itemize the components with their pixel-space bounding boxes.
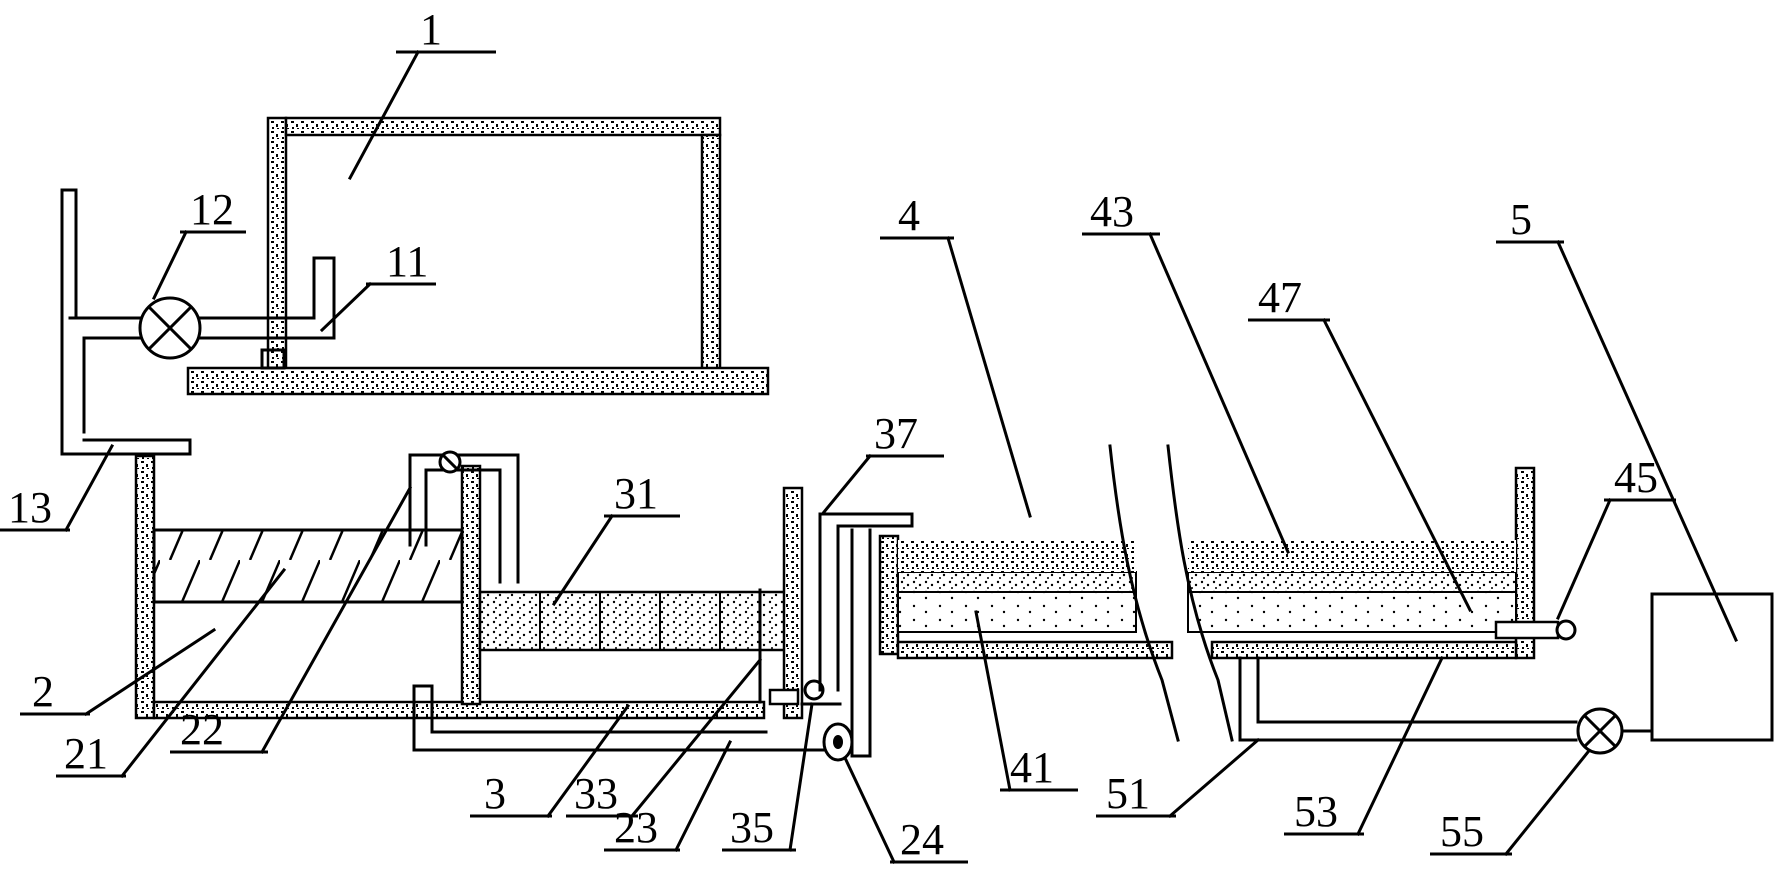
label-22: 22 — [170, 485, 413, 755]
svg-text:21: 21 — [64, 729, 108, 778]
svg-text:12: 12 — [190, 185, 234, 234]
label-13: 13 — [0, 443, 115, 533]
valve-55 — [1576, 707, 1654, 755]
label-41: 41 — [974, 610, 1078, 792]
label-23: 23 — [604, 739, 733, 853]
svg-text:3: 3 — [484, 769, 506, 818]
label-37: 37 — [821, 409, 944, 515]
svg-text:22: 22 — [180, 705, 224, 754]
outlet-45 — [1494, 619, 1577, 641]
tank-3 — [478, 486, 804, 720]
svg-text:23: 23 — [614, 803, 658, 852]
label-21: 21 — [56, 567, 287, 779]
svg-text:31: 31 — [614, 469, 658, 518]
wetland-bed-4 — [878, 444, 1536, 742]
svg-text:41: 41 — [1010, 743, 1054, 792]
siphon-pipe-22 — [408, 450, 520, 584]
label-12: 12 — [151, 185, 246, 301]
label-43: 43 — [1082, 187, 1290, 554]
label-35: 35 — [722, 702, 814, 852]
svg-text:13: 13 — [8, 483, 52, 532]
label-5: 5 — [1496, 195, 1738, 642]
label-51: 51 — [1096, 737, 1261, 819]
inlet-pipe-13 — [60, 430, 192, 456]
svg-text:53: 53 — [1294, 787, 1338, 836]
label-11: 11 — [319, 237, 436, 333]
packing-layer-21 — [152, 528, 464, 604]
svg-text:43: 43 — [1090, 187, 1134, 236]
svg-text:24: 24 — [900, 815, 944, 864]
svg-text:4: 4 — [898, 191, 920, 240]
label-24: 24 — [844, 758, 968, 864]
label-33: 33 — [566, 657, 763, 819]
pipe-37 — [818, 512, 914, 758]
label-47: 47 — [1248, 273, 1473, 613]
label-45: 45 — [1556, 453, 1676, 620]
return-pipe-23 — [412, 684, 842, 752]
label-2: 2 — [20, 627, 217, 717]
svg-text:45: 45 — [1614, 453, 1658, 502]
valve-35 — [768, 679, 842, 706]
svg-text:1: 1 — [420, 5, 442, 54]
label-4: 4 — [880, 191, 1032, 518]
valve-12 — [138, 296, 202, 360]
svg-text:37: 37 — [874, 409, 918, 458]
svg-text:35: 35 — [730, 803, 774, 852]
svg-text:33: 33 — [574, 769, 618, 818]
svg-text:11: 11 — [386, 237, 428, 286]
svg-text:51: 51 — [1106, 769, 1150, 818]
svg-text:47: 47 — [1258, 273, 1302, 322]
tank-1 — [186, 116, 770, 396]
pump-24 — [822, 722, 854, 762]
svg-text:2: 2 — [32, 667, 54, 716]
label-53: 53 — [1284, 656, 1444, 836]
svg-text:55: 55 — [1440, 807, 1484, 856]
drain-pipe-51 — [1238, 656, 1578, 742]
label-3: 3 — [470, 703, 631, 819]
label-31: 31 — [551, 469, 680, 607]
label-55: 55 — [1430, 749, 1591, 857]
svg-text:5: 5 — [1510, 195, 1532, 244]
label-1: 1 — [347, 5, 496, 181]
tank-5 — [1650, 592, 1774, 742]
